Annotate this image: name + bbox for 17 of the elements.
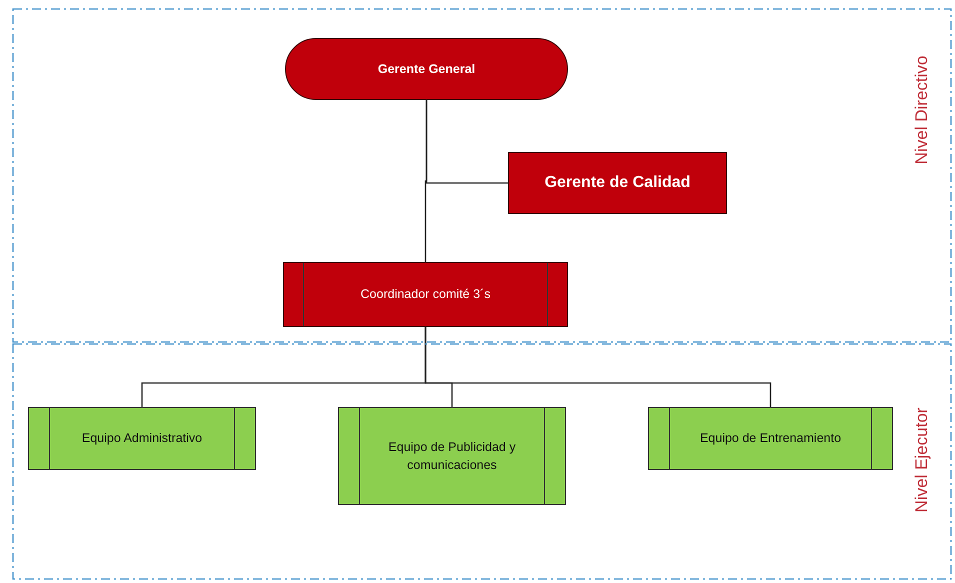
node-label: Coordinador comité 3´s <box>360 286 492 304</box>
level-band <box>12 343 952 580</box>
subprocess-box <box>648 407 893 470</box>
position-box <box>508 152 727 214</box>
node-label: Gerente General <box>376 60 476 78</box>
subprocess-box <box>283 262 568 327</box>
level-label: Nivel Directivo <box>912 56 932 164</box>
node-label: Equipo de Entrenamiento <box>698 430 842 448</box>
connector-line <box>426 100 508 184</box>
node-label: Gerente de Calidad <box>544 173 692 194</box>
node-label: Equipo de Publicidad y comunicaciones <box>387 438 517 474</box>
subprocess-box <box>338 407 566 505</box>
level-label: Nivel Ejecutor <box>912 408 932 512</box>
node-label: Equipo Administrativo <box>80 430 204 448</box>
subprocess-box <box>28 407 256 470</box>
connector-line <box>424 327 772 407</box>
level-band <box>12 8 952 343</box>
